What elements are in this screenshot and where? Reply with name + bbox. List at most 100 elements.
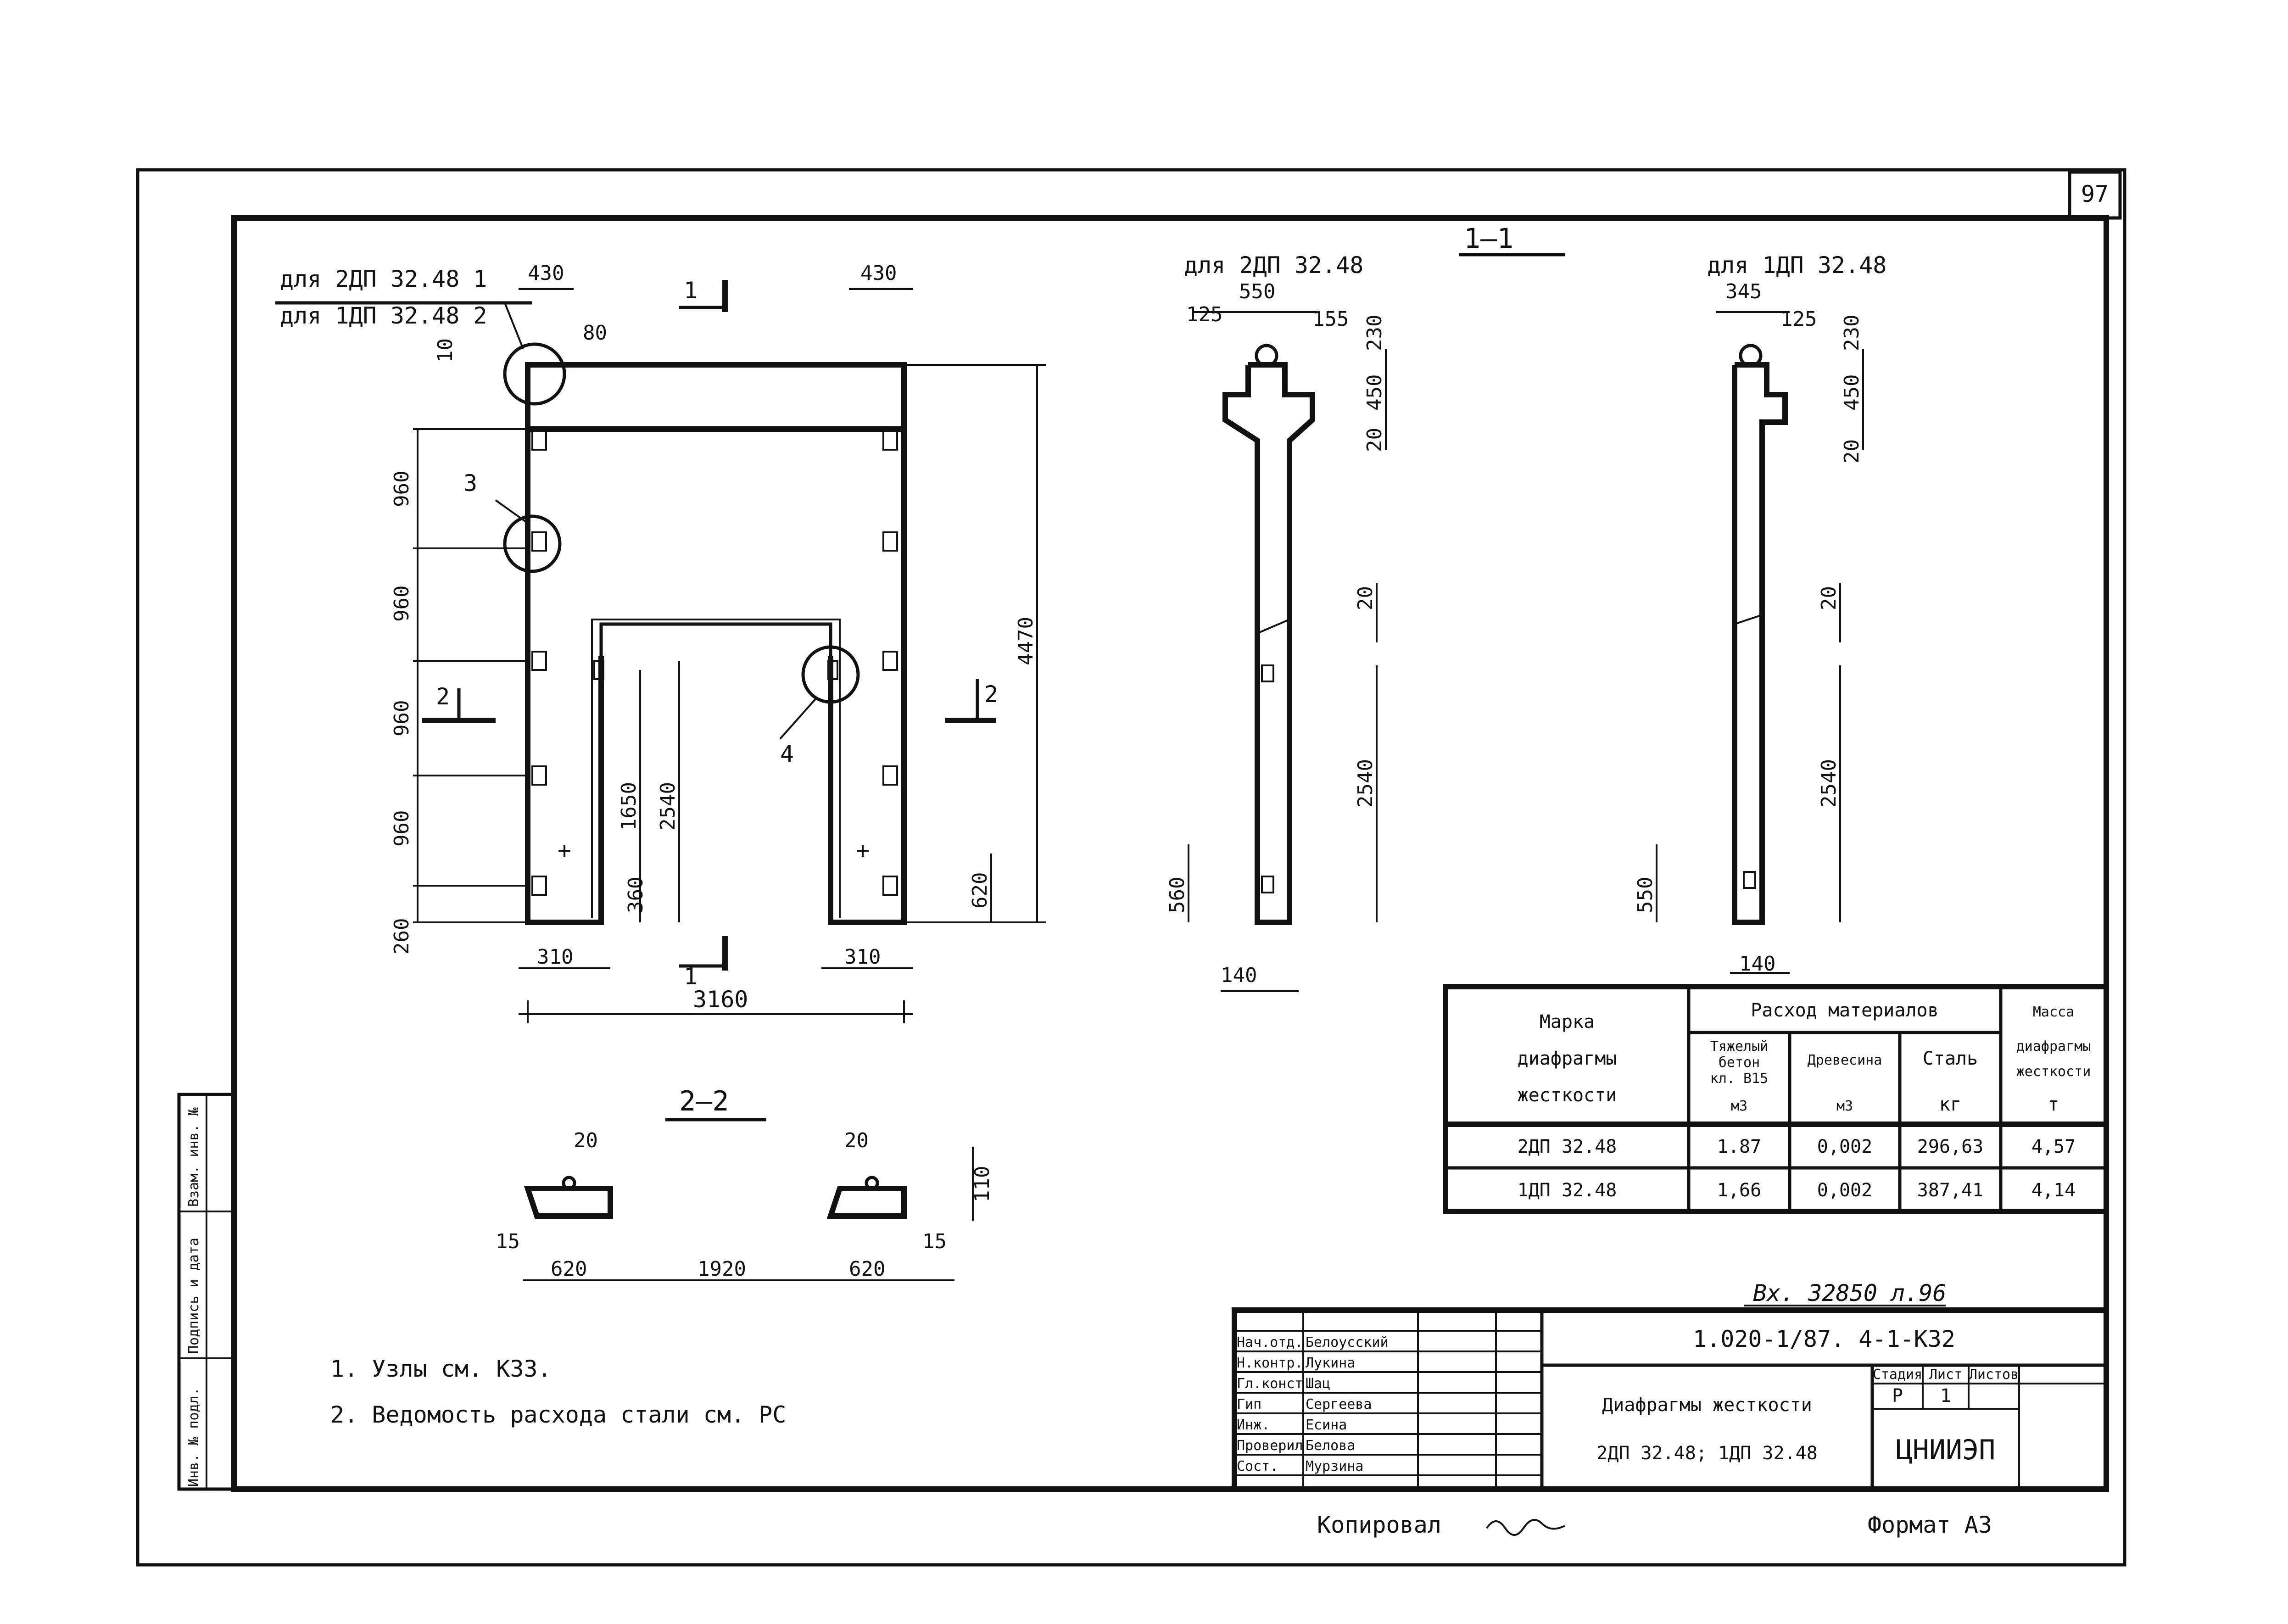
node-3-label: 3 [463, 470, 477, 497]
dim-140-1dp: 140 [1739, 952, 1775, 976]
dim-310-left: 310 [537, 945, 573, 969]
dim-20-left: 20 [574, 1129, 598, 1152]
th-mass-1: Масса [2033, 1004, 2074, 1020]
dim-960-d: 960 [390, 810, 413, 847]
sheet-number-box [2068, 170, 2122, 220]
doc-title-1: Диафрагмы жесткости [1602, 1395, 1812, 1416]
sheet-label: Лист [1929, 1367, 1962, 1383]
th-concrete-4: м3 [1731, 1098, 1747, 1114]
doc-title-2: 2ДП 32.48; 1ДП 32.48 [1596, 1443, 1818, 1464]
cut-1-bottom: 1 [684, 963, 698, 990]
dim-1650: 1650 [617, 782, 641, 831]
sheet-number: 97 [2081, 181, 2109, 207]
note-1: 1. Узлы см. К33. [330, 1356, 552, 1382]
th-concrete-3: кл. В15 [1710, 1071, 1768, 1087]
dim-3160: 3160 [693, 986, 748, 1013]
doc-code: 1.020-1/87. 4-1-К32 [1693, 1326, 1955, 1352]
dim-110: 110 [971, 1166, 994, 1202]
dim-620-left: 620 [551, 1257, 587, 1281]
dim-620: 620 [968, 872, 992, 909]
th-mark-2: диафрагмы [1518, 1048, 1617, 1069]
sig-name-1: Белоусский [1306, 1334, 1389, 1351]
dim-960-c: 960 [390, 700, 413, 737]
section-1-1-title: 1—1 [1464, 223, 1513, 255]
stamp-podpis: Подпись и дата [186, 1238, 202, 1354]
th-concrete-1: Тяжелый [1710, 1038, 1768, 1055]
dim-15-left: 15 [496, 1230, 520, 1253]
row1-wood: 0,002 [1817, 1136, 1872, 1157]
inventory-note: Вх. 32850 л.96 [1753, 1280, 1946, 1306]
node-circle-callout [503, 342, 566, 406]
inner-frame [231, 215, 2109, 1492]
cut-2-right: 2 [984, 681, 998, 708]
side-view-2dp: для 2ДП 32.48 550 125 155 230 450 20 20 … [1166, 252, 1387, 992]
dim-125-1dp: 125 [1780, 307, 1817, 331]
copied-label: Копировал [1317, 1512, 1441, 1538]
node-4-label: 4 [780, 741, 794, 767]
dim-20a-1dp: 20 [1840, 439, 1864, 463]
sheets-label: Листов [1969, 1367, 2019, 1383]
dim-125: 125 [1186, 303, 1222, 326]
callout-1dp: для 1ДП 32.48 2 [280, 302, 487, 329]
svg-text:+: + [558, 837, 571, 864]
th-wood-2: м3 [1836, 1098, 1853, 1114]
dim-430-right: 430 [860, 262, 897, 285]
dim-4470: 4470 [1014, 617, 1038, 665]
dim-2540-2dp: 2540 [1354, 759, 1377, 808]
sig-name-4: Сергеева [1306, 1396, 1372, 1412]
row2-wood: 0,002 [1817, 1180, 1872, 1201]
sig-name-3: Шац [1306, 1376, 1330, 1392]
row1-mark: 2ДП 32.48 [1518, 1136, 1617, 1157]
row2-mass: 4,14 [2031, 1180, 2076, 1201]
dim-310-right: 310 [844, 945, 881, 969]
callout-2dp: для 2ДП 32.48 1 [280, 266, 487, 292]
dim-230-1dp: 230 [1840, 315, 1864, 351]
sig-name-7: Мурзина [1306, 1458, 1363, 1474]
dim-20a-2dp: 20 [1363, 428, 1386, 452]
section-2-2: 2—2 20 20 110 15 15 620 1920 620 [496, 1085, 994, 1281]
stage-label: Стадия [1873, 1367, 1922, 1383]
dim-10: 10 [434, 338, 457, 363]
side-label-1dp: для 1ДП 32.48 [1707, 252, 1886, 279]
side-view-1dp: для 1ДП 32.48 345 125 230 450 20 20 2540… [1634, 252, 1886, 976]
row2-concrete: 1,66 [1717, 1180, 1761, 1201]
sig-role-7: Сост. [1237, 1458, 1278, 1474]
th-mass-4: т [2048, 1094, 2059, 1115]
title-block: Нач.отд. Белоусский Н.контр. Лукина Гл.к… [1232, 1307, 2109, 1492]
side-stamp: Инв. № подл. Подпись и дата Взам. инв. № [177, 1093, 236, 1491]
sheet-value: 1 [1940, 1385, 1951, 1406]
dim-80: 80 [583, 321, 607, 345]
row1-steel: 296,63 [1917, 1136, 1984, 1157]
sig-role-4: Гип [1237, 1396, 1261, 1412]
dim-20-right: 20 [844, 1129, 869, 1152]
dim-960-b: 960 [390, 586, 413, 622]
dim-960-a: 960 [390, 471, 413, 507]
row2-mark: 1ДП 32.48 [1518, 1180, 1617, 1201]
dim-430-left: 430 [528, 262, 564, 285]
row1-concrete: 1.87 [1717, 1136, 1761, 1157]
sig-role-6: Проверил [1237, 1438, 1303, 1454]
dim-450-2dp: 450 [1363, 374, 1386, 411]
sig-name-2: Лукина [1306, 1355, 1355, 1371]
org-name: ЦНИИЭП [1896, 1434, 1996, 1466]
th-wood-1: Древесина [1808, 1052, 1882, 1068]
stage-value: Р [1892, 1385, 1903, 1406]
dim-155: 155 [1312, 307, 1349, 331]
row2-steel: 387,41 [1917, 1180, 1984, 1201]
node-circle-4 [801, 645, 860, 704]
th-steel-2: кг [1939, 1094, 1961, 1115]
format-label: Формат А3 [1868, 1512, 1992, 1538]
note-2: 2. Ведомость расхода стали см. РС [330, 1401, 786, 1428]
dim-2540: 2540 [656, 782, 680, 831]
node-circle-3 [503, 514, 562, 573]
th-mass-3: жесткости [2016, 1064, 2091, 1080]
dim-345: 345 [1725, 280, 1762, 303]
th-mark-1: Марка [1540, 1011, 1595, 1032]
cut-1-top: 1 [684, 277, 698, 304]
dim-230-2dp: 230 [1363, 315, 1386, 351]
dim-360: 360 [624, 877, 647, 913]
stamp-vzam: Взам. инв. № [186, 1107, 202, 1207]
dim-620-right: 620 [849, 1257, 885, 1281]
copied-signature [1486, 1519, 1565, 1536]
th-mass-2: диафрагмы [2016, 1038, 2091, 1055]
